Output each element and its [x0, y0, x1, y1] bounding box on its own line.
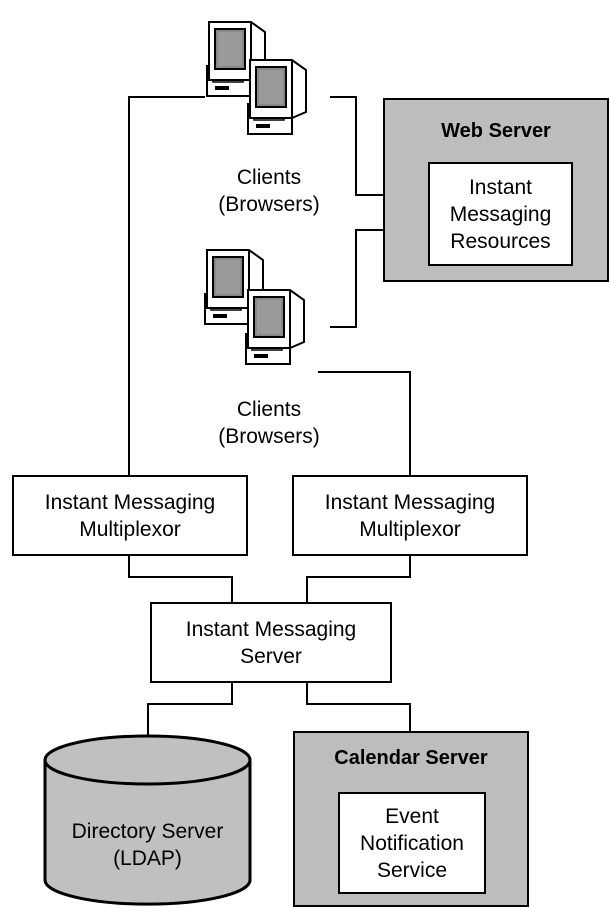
multiplexor-left-box: Instant Messaging Multiplexor — [12, 475, 248, 556]
multiplexor-right-box: Instant Messaging Multiplexor — [292, 475, 528, 556]
connectors — [128, 96, 430, 738]
event-notification-box: Event Notification Service — [338, 792, 486, 894]
database-cylinder-icon — [43, 734, 252, 906]
directory-server-label: Directory Server (LDAP) — [71, 820, 224, 870]
calendar-server-title: Calendar Server — [334, 747, 488, 769]
im-server-box: Instant Messaging Server — [150, 602, 392, 683]
computer-icon — [206, 21, 307, 135]
clients-top-label: Clients (Browsers) — [218, 166, 320, 216]
im-resources-box: Instant Messaging Resources — [428, 162, 573, 266]
clients-bottom-label: Clients (Browsers) — [218, 398, 320, 448]
computer-icon — [204, 249, 305, 365]
web-server-title: Web Server — [441, 120, 551, 142]
